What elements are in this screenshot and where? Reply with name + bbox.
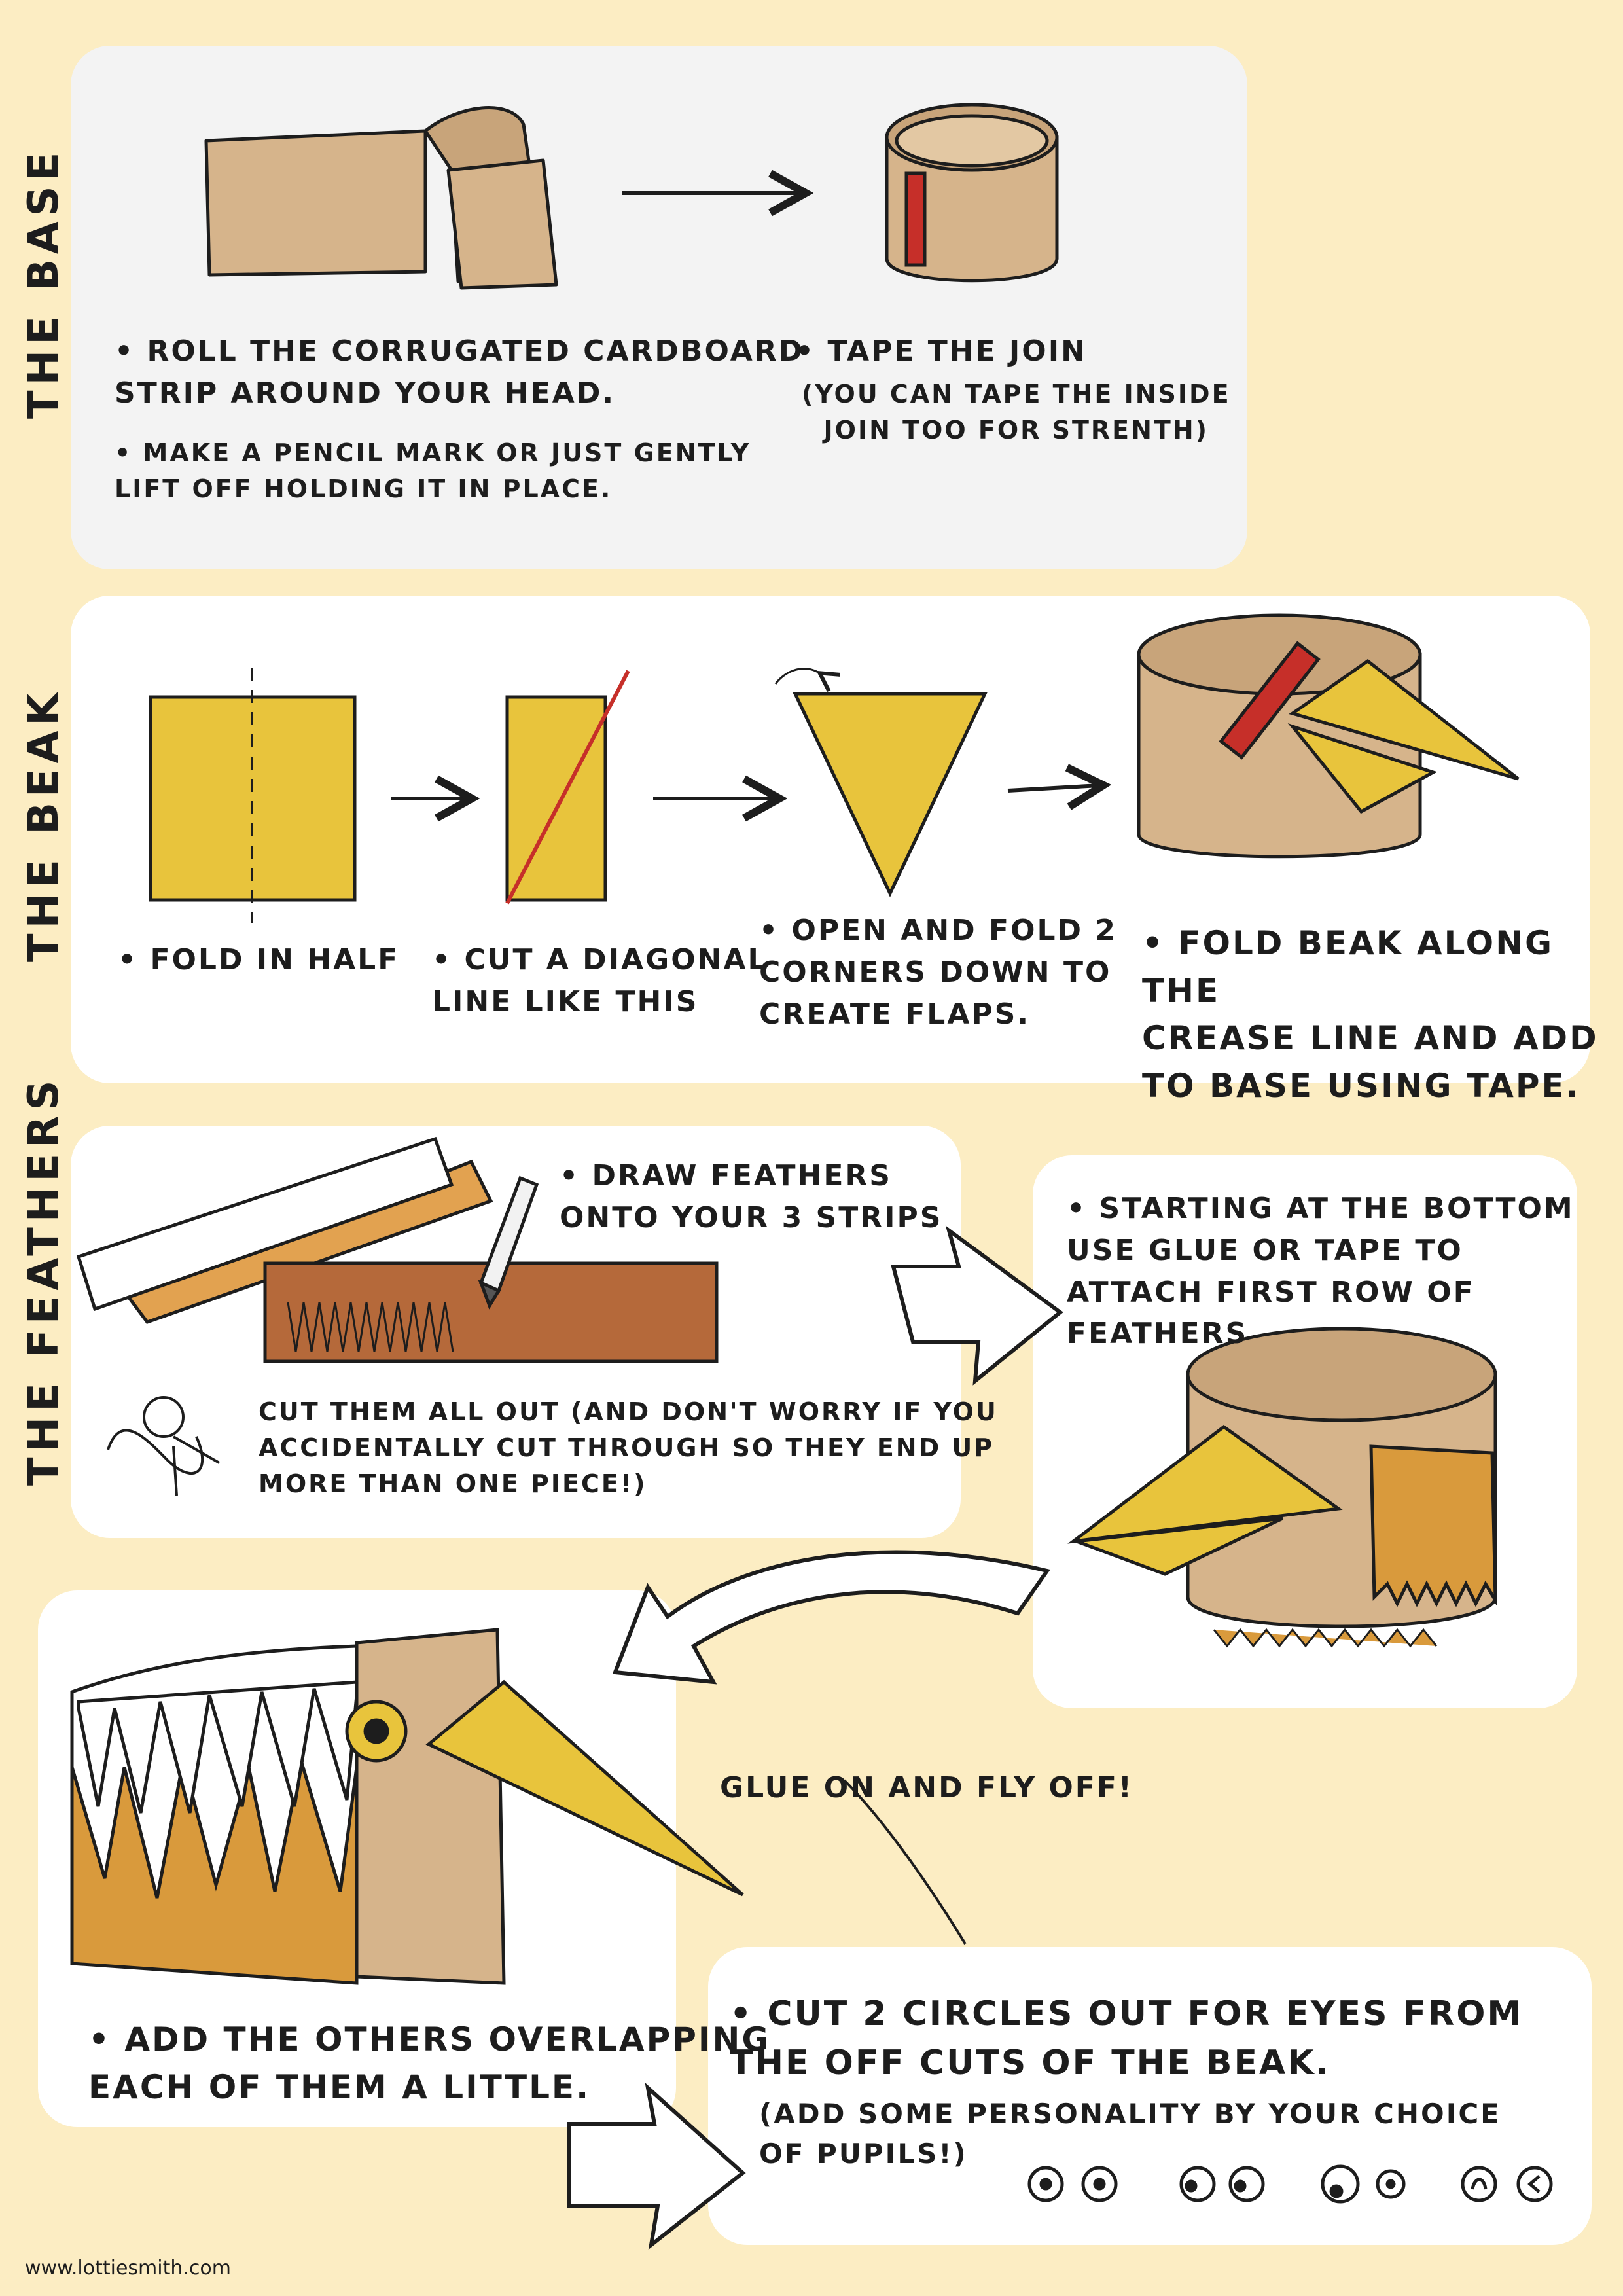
base-step1-note: • MAKE A PENCIL MARK OR JUST GENTLY LIFT… [115,439,751,504]
beak-step3-text: • OPEN AND FOLD 2 CORNERS DOWN TO CREATE… [759,914,1117,1031]
big-arrow-right-icon [891,1225,1063,1386]
cardboard-ring-illustration [885,103,1059,283]
feathers-attach-text: • STARTING AT THE BOTTOM USE GLUE OR TAP… [1067,1192,1575,1351]
section-label-base: THE BASE [20,147,68,419]
base-step2-text: • TAPE THE JOIN [795,334,1087,368]
base-step2-note: (YOU CAN TAPE THE INSIDE JOIN TOO FOR ST… [802,380,1231,445]
feathers-overlap-text: • ADD THE OTHERS OVERLAPPING EACH OF THE… [88,2020,771,2106]
footer-website: www.lottiesmith.com [25,2257,231,2280]
base-with-beak [1137,613,1520,859]
arrow-icon [1007,785,1099,791]
feathers-cut-text: CUT THEM ALL OUT (AND DON'T WORRY IF YOU… [259,1397,998,1499]
eyes-panel [708,1947,1592,2245]
eyes-note: (ADD SOME PERSONALITY BY YOUR CHOICE OF … [759,2098,1501,2170]
cardboard-strip-illustration [204,106,558,290]
beak-step2-text: • CUT A DIAGONAL LINE LIKE THIS [432,943,768,1018]
section-label-beak: THE BEAK [20,688,68,962]
pupil-options [1027,2164,1553,2204]
beak-half [505,695,607,902]
big-arrow-right-icon [567,2082,746,2250]
curved-arrow-icon [612,1550,1050,1685]
beak-square [149,695,357,902]
base-step1-text: • ROLL THE CORRUGATED CARDBOARD STRIP AR… [115,334,805,410]
eyes-text: • CUT 2 CIRCLES OUT FOR EYES FROM THE OF… [730,1994,1524,2083]
beak-step4-text: • FOLD BEAK ALONG THE CREASE LINE AND AD… [1142,924,1599,1105]
feathers-draw-text: • DRAW FEATHERS ONTO YOUR 3 STRIPS [560,1159,943,1234]
scissors-icon [107,1396,220,1496]
beak-step1-text: • FOLD IN HALF [118,943,400,977]
feathers-glue-text: GLUE ON AND FLY OFF! [720,1771,1133,1804]
beak-triangle [793,692,988,897]
section-label-feathers: THE FEATHERS [20,1075,68,1486]
